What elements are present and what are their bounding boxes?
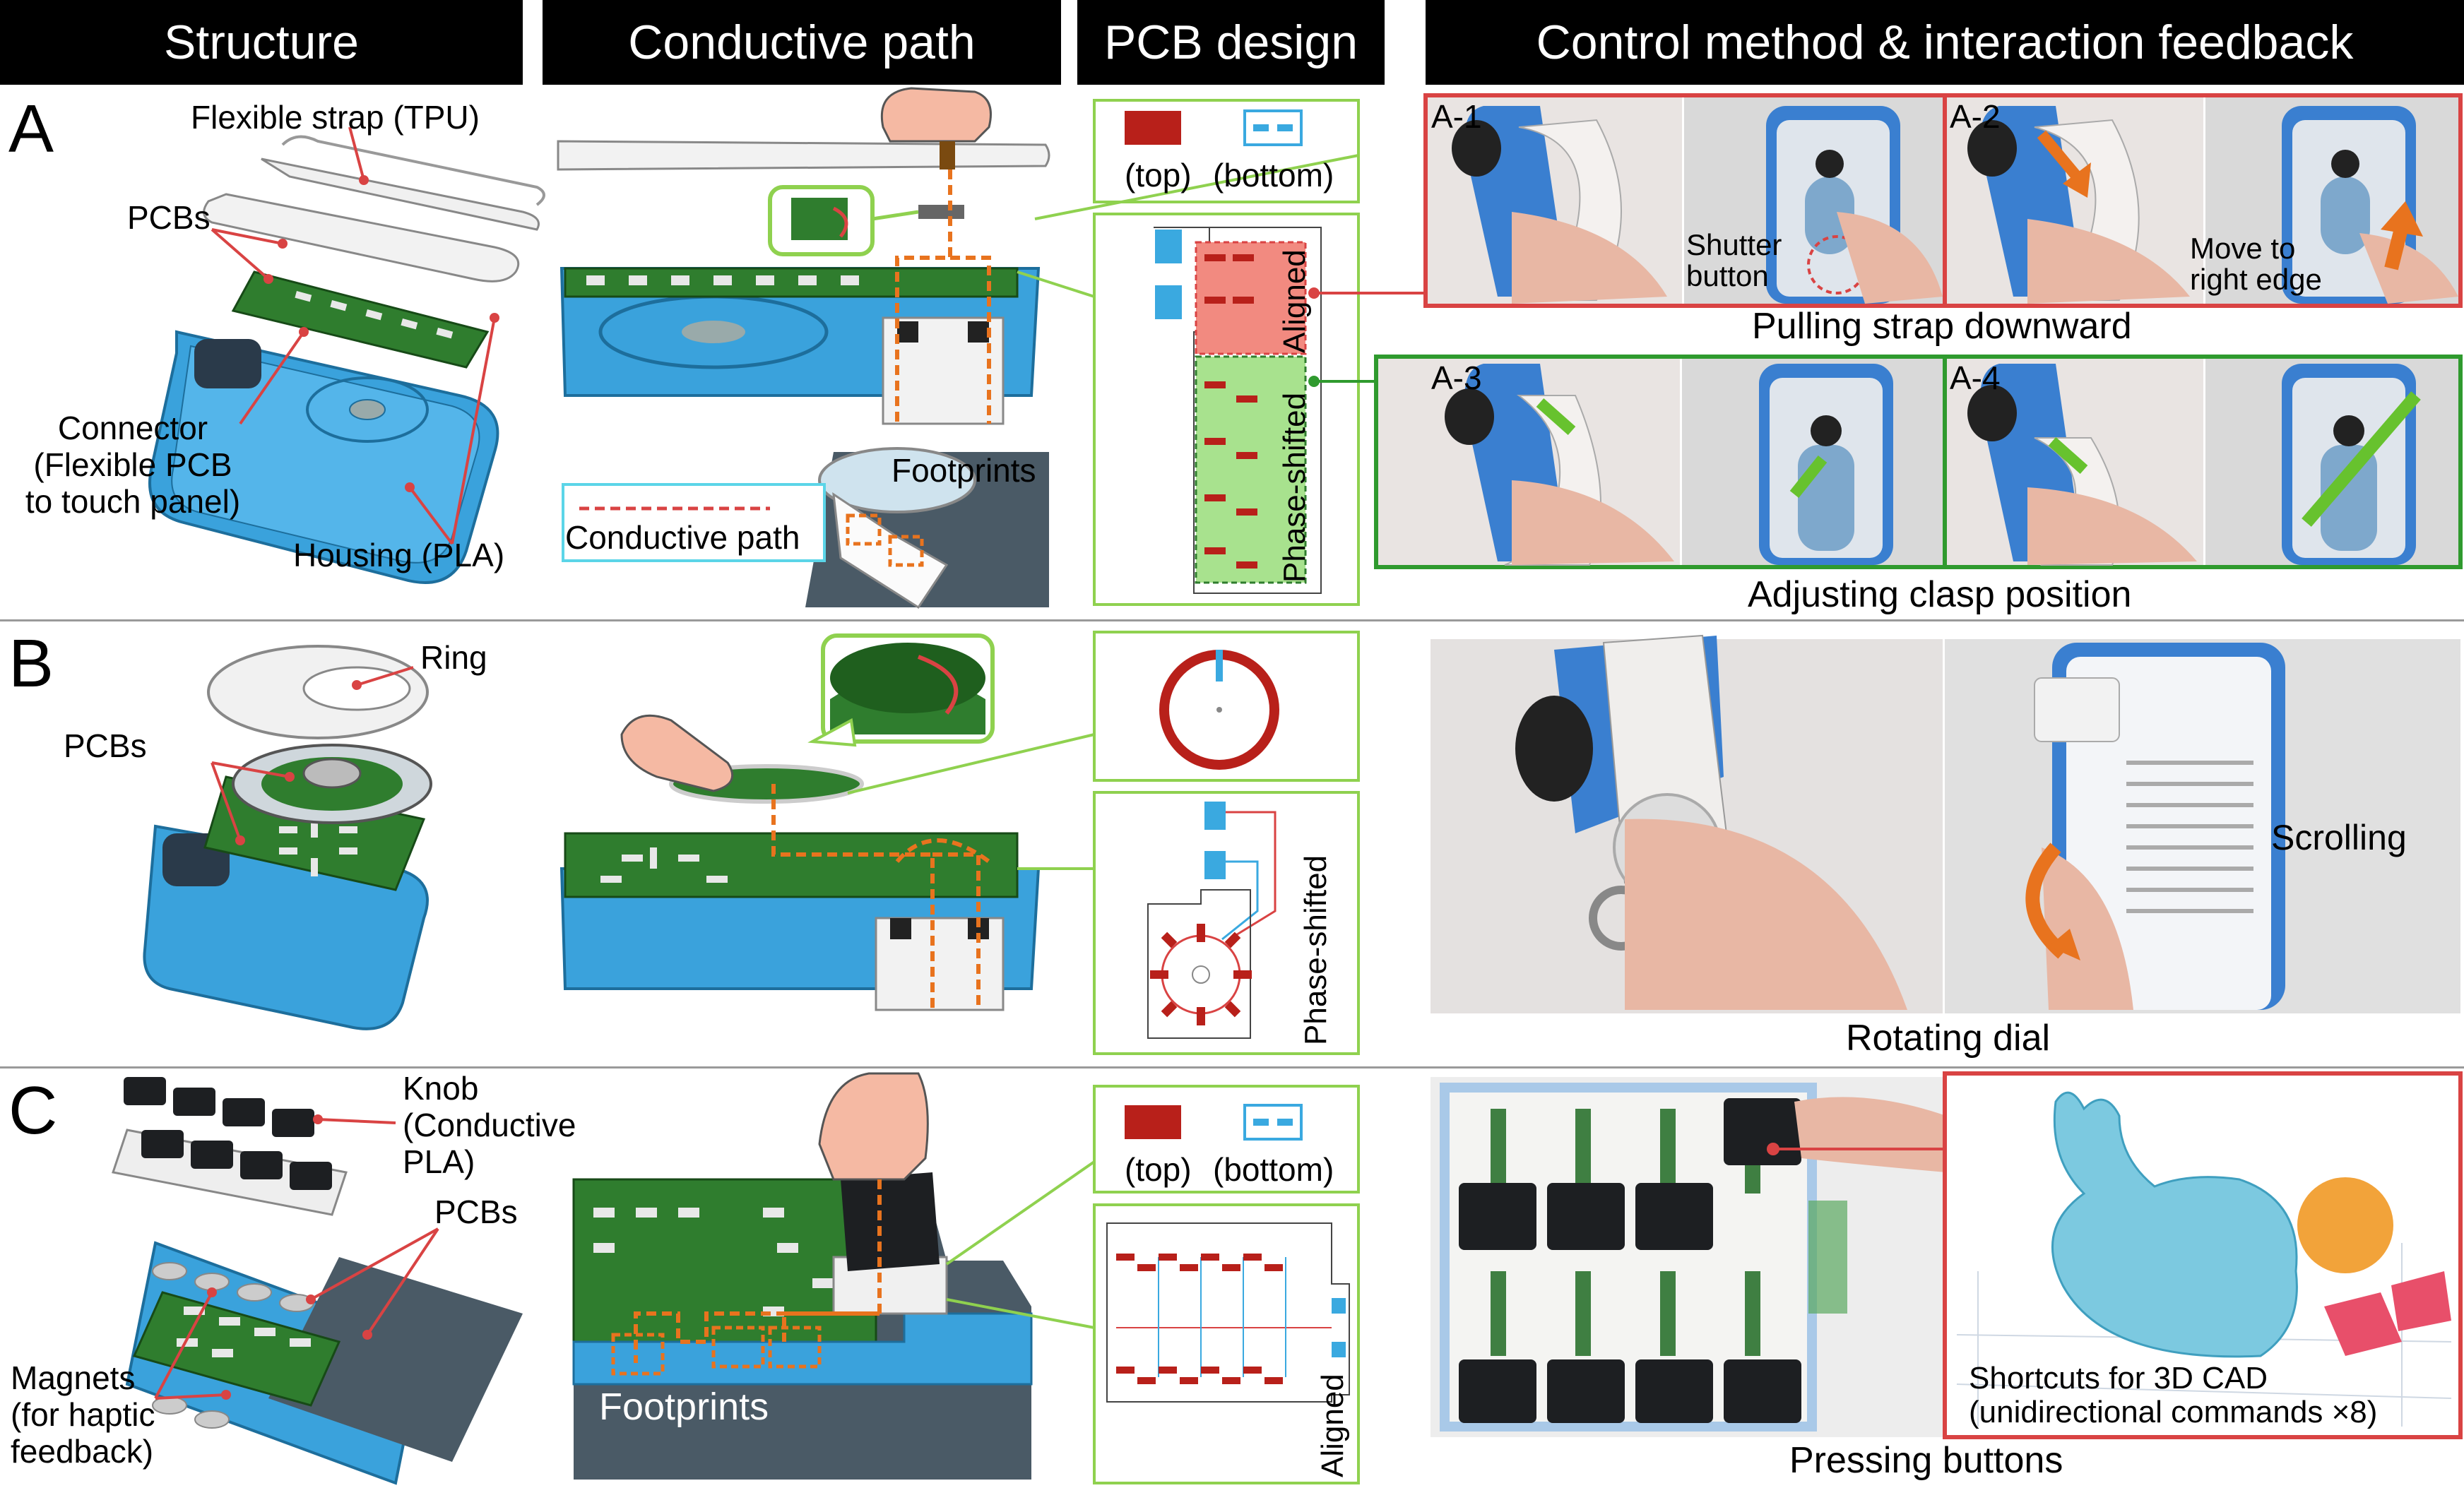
label-connector-line1: Connector — [57, 410, 208, 446]
header-pcb-design: PCB design — [1077, 0, 1385, 85]
label-move-right-edge: Move to right edge — [2190, 233, 2322, 295]
header-structure: Structure — [0, 0, 523, 85]
control-a-photos — [1374, 93, 2463, 569]
row-label-c: C — [8, 1073, 58, 1148]
label-a1: A-1 — [1431, 98, 1482, 135]
label-phase-shifted-b: Phase-shifted — [1298, 855, 1333, 1045]
label-shutter-line2: button — [1686, 259, 1769, 292]
label-aligned-a: Aligned — [1277, 249, 1312, 353]
caption-adjusting-clasp: Adjusting clasp position — [1748, 574, 2132, 615]
label-a3: A-3 — [1431, 359, 1482, 396]
pcb-c-design — [1093, 1085, 1360, 1484]
label-knob-line2: (Conductive — [403, 1107, 576, 1143]
label-bottom-a: (bottom) — [1213, 157, 1334, 194]
pcb-b-design — [1093, 631, 1360, 1055]
control-b-photos — [1431, 634, 2460, 1013]
label-knob: Knob (Conductive PLA) — [403, 1070, 576, 1180]
label-knob-line1: Knob — [403, 1070, 479, 1107]
label-magnets-line2: (for haptic — [11, 1396, 155, 1433]
row-label-a: A — [8, 91, 54, 167]
caption-pulling-strap: Pulling strap downward — [1752, 306, 2132, 347]
conductive-a-illustration — [557, 87, 1050, 609]
label-shortcuts-3d-cad: Shortcuts for 3D CAD (unidirectional com… — [1969, 1362, 2377, 1429]
label-pcbs-a: PCBs — [127, 199, 211, 236]
label-connector-line2: (Flexible PCB — [33, 446, 232, 483]
row-separator-ab — [0, 619, 2464, 621]
label-top-c: (top) — [1125, 1151, 1192, 1188]
label-magnets-line3: feedback) — [11, 1433, 154, 1470]
label-bottom-c: (bottom) — [1213, 1151, 1334, 1188]
label-flexible-strap: Flexible strap (TPU) — [191, 99, 480, 136]
structure-b-exploded-view — [143, 645, 432, 1030]
label-magnets-line1: Magnets — [11, 1359, 136, 1396]
structure-c-exploded-view — [112, 1077, 523, 1485]
conductive-b-illustration — [559, 633, 1095, 1011]
conductive-c-illustration — [572, 1072, 1096, 1480]
header-conductive-path: Conductive path — [543, 0, 1061, 85]
label-ring: Ring — [420, 639, 487, 676]
label-footprints-a: Footprints — [892, 452, 1036, 489]
row-separator-bc — [0, 1066, 2464, 1069]
label-move-line2: right edge — [2190, 263, 2322, 296]
caption-rotating-dial: Rotating dial — [1846, 1018, 2051, 1059]
label-shutter-button: Shutter button — [1686, 230, 1782, 292]
row-label-b: B — [8, 626, 54, 701]
label-scrolling: Scrolling — [2271, 818, 2407, 857]
label-pcbs-b: PCBs — [64, 727, 147, 764]
label-knob-line3: PLA) — [403, 1143, 475, 1180]
label-footprints-c: Footprints — [599, 1386, 769, 1428]
label-shutter-line1: Shutter — [1686, 228, 1782, 261]
label-pcbs-c: PCBs — [434, 1194, 518, 1230]
control-c-photos — [1431, 1071, 2463, 1439]
legend-conductive-path: Conductive path — [565, 519, 800, 556]
label-shortcuts-line1: Shortcuts for 3D CAD — [1969, 1361, 2268, 1395]
label-move-line1: Move to — [2190, 232, 2296, 265]
label-a2: A-2 — [1950, 98, 2001, 135]
pcb-a-design — [1017, 99, 1426, 606]
label-phase-shifted-a: Phase-shifted — [1277, 392, 1312, 583]
label-aligned-c: Aligned — [1315, 1374, 1350, 1477]
label-connector-line3: to touch panel) — [25, 483, 241, 520]
structure-a-exploded-view — [148, 126, 545, 584]
header-control-method: Control method & interaction feedback — [1426, 0, 2464, 85]
label-connector: Connector (Flexible PCB to touch panel) — [13, 410, 253, 520]
label-a4: A-4 — [1950, 359, 2001, 396]
caption-pressing-buttons: Pressing buttons — [1789, 1440, 2063, 1481]
label-shortcuts-line2: (unidirectional commands ×8) — [1969, 1395, 2378, 1429]
label-top-a: (top) — [1125, 157, 1192, 194]
label-magnets: Magnets (for haptic feedback) — [11, 1359, 155, 1470]
label-housing: Housing (PLA) — [293, 537, 505, 573]
